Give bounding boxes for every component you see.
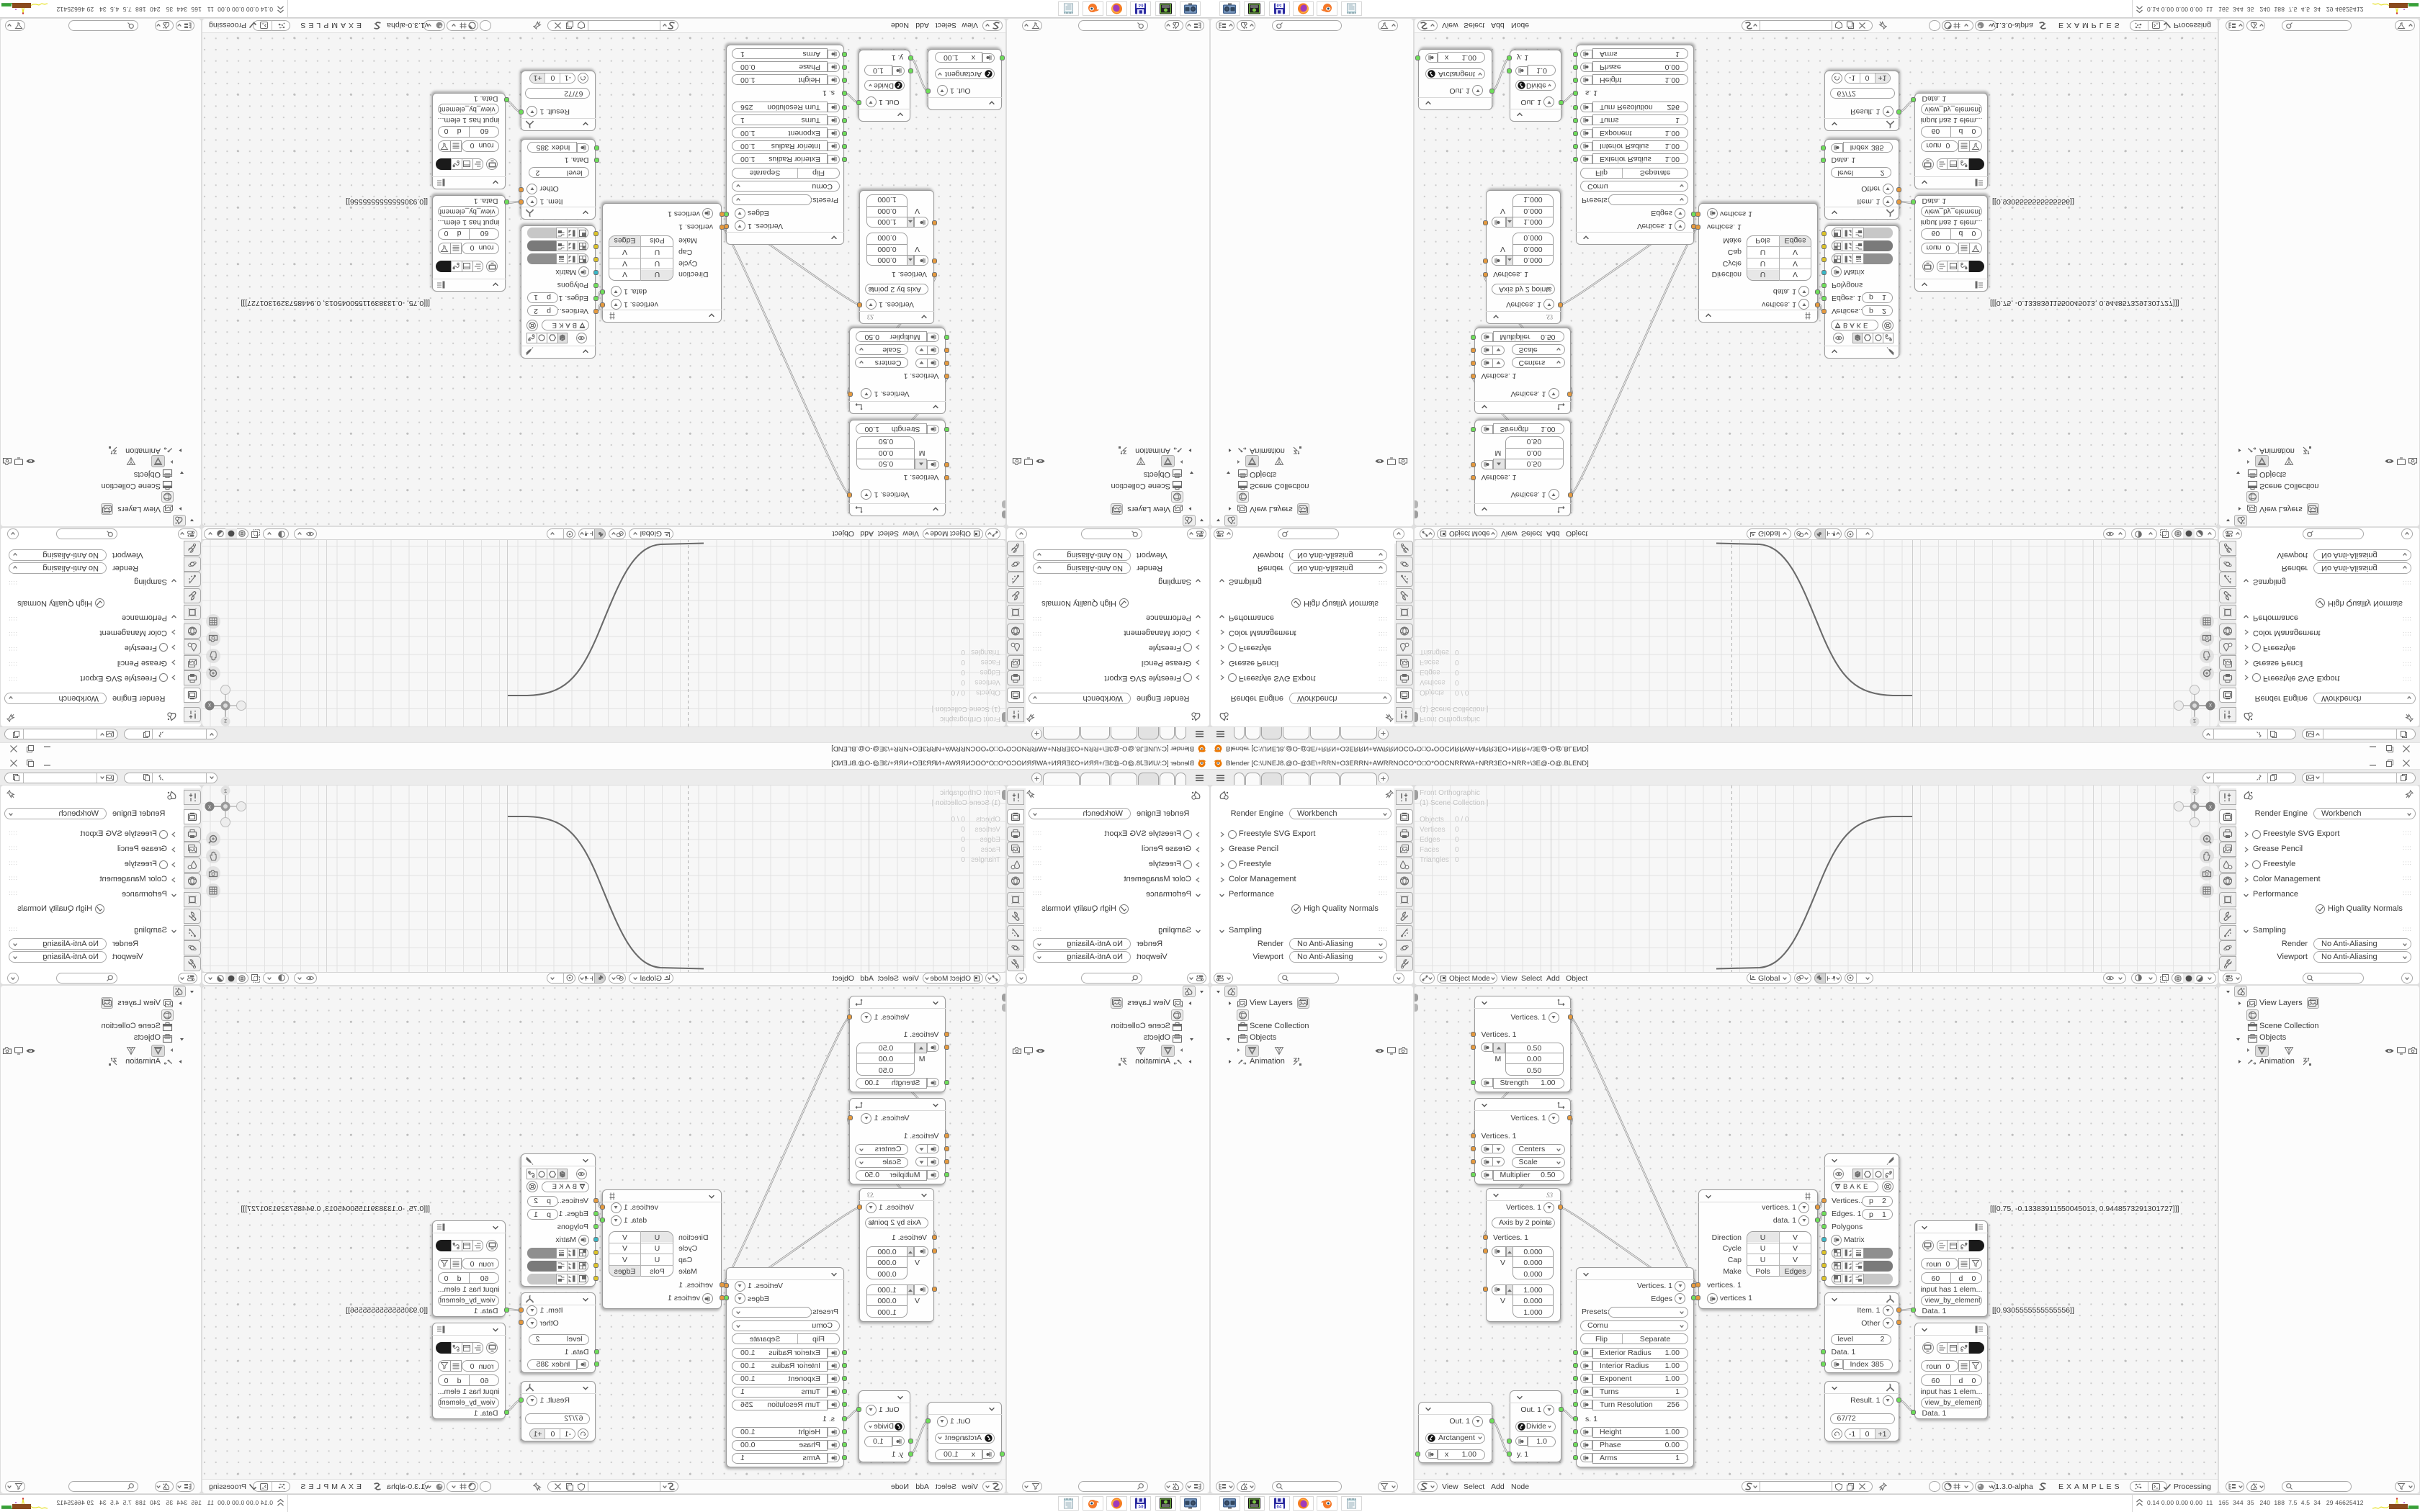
- svg-text:x: x: [208, 702, 211, 708]
- svg-text:64: 64: [1277, 1506, 1282, 1510]
- svg-text:S3: S3: [1546, 1192, 1554, 1199]
- svg-text:z: z: [224, 788, 227, 794]
- svg-text:x: x: [2209, 804, 2212, 810]
- svg-text:64: 64: [1138, 1506, 1143, 1510]
- svg-text:x: x: [2209, 702, 2212, 708]
- svg-text:64: 64: [1138, 3, 1143, 7]
- svg-text:S3: S3: [867, 1192, 874, 1199]
- svg-text:x: x: [208, 804, 211, 810]
- svg-text:z: z: [2193, 718, 2196, 724]
- svg-text:z: z: [224, 718, 227, 724]
- svg-text:z: z: [2193, 788, 2196, 794]
- svg-text:S3: S3: [1546, 313, 1554, 320]
- svg-text:64: 64: [1277, 3, 1282, 7]
- svg-text:S3: S3: [867, 313, 874, 320]
